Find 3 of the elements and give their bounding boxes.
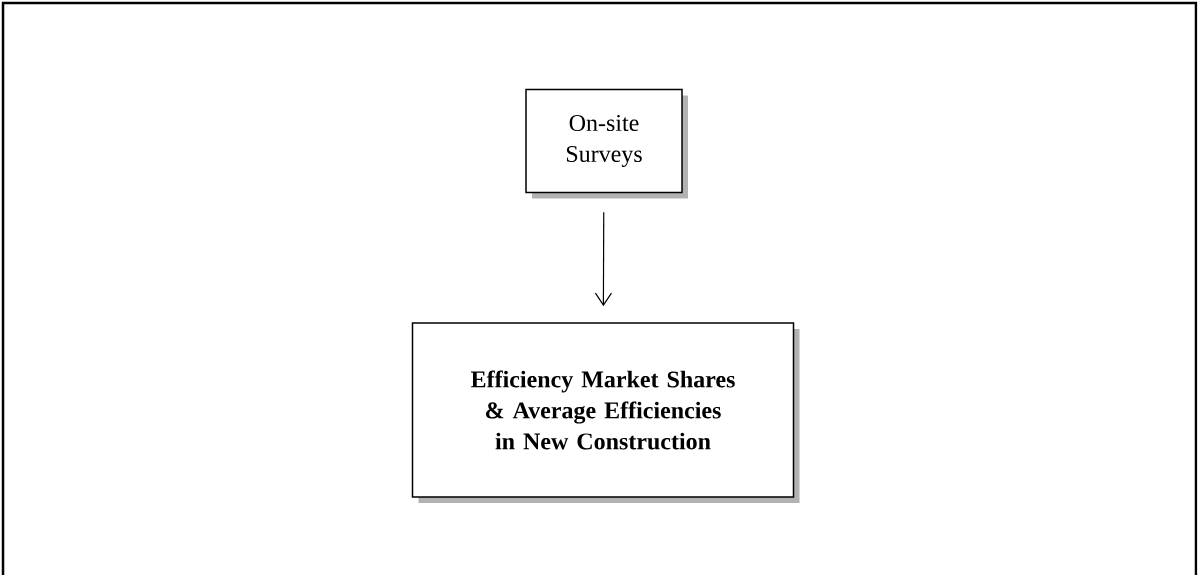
arrow <box>594 211 613 307</box>
process-box: On-site Surveys <box>525 88 688 199</box>
process-box: Efficiency Market Shares & Average Efficiencies in New Construction <box>411 322 800 503</box>
